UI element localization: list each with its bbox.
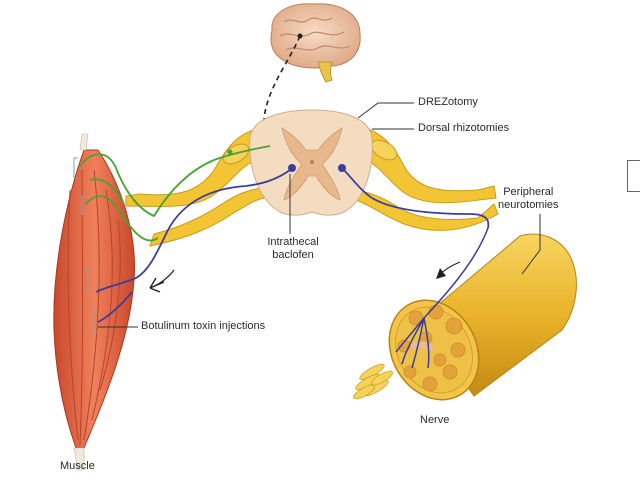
nerve-bundle [353, 233, 577, 401]
nerve-efferent-fibers [395, 227, 489, 369]
intrathecal-neuron-dot [288, 164, 296, 172]
brain [270, 3, 361, 83]
label-dorsal-rhizotomies: Dorsal rhizotomies [418, 122, 510, 134]
brain-neuron-dot [297, 33, 303, 39]
left-spinal-nerve [125, 127, 265, 247]
muscle [53, 133, 136, 471]
afferent-fibers [79, 145, 271, 242]
partial-frame-mark [627, 160, 640, 192]
label-muscle: Muscle [60, 460, 95, 472]
arrow-left-efferent-line [149, 269, 175, 289]
label-drezotomy: DREZotomy [418, 96, 478, 108]
muscle-spindles [73, 157, 98, 333]
afferent-dot [227, 149, 233, 155]
spinal-cord-cross-section [249, 109, 373, 216]
label-nerve: Nerve [420, 414, 450, 426]
label-botulinum-toxin-injections: Botulinum toxin injections [141, 320, 266, 332]
arrowhead-nerve [436, 268, 446, 279]
leader-lines [98, 102, 541, 328]
label-intrathecal-baclofen: Intrathecal baclofen [267, 236, 319, 261]
label-peripheral-neurotomies: Peripheral neurotomies [498, 186, 559, 211]
right-spinal-nerve [353, 125, 499, 231]
right-neuron-dot [338, 164, 346, 172]
efferent-fibers [95, 167, 490, 323]
